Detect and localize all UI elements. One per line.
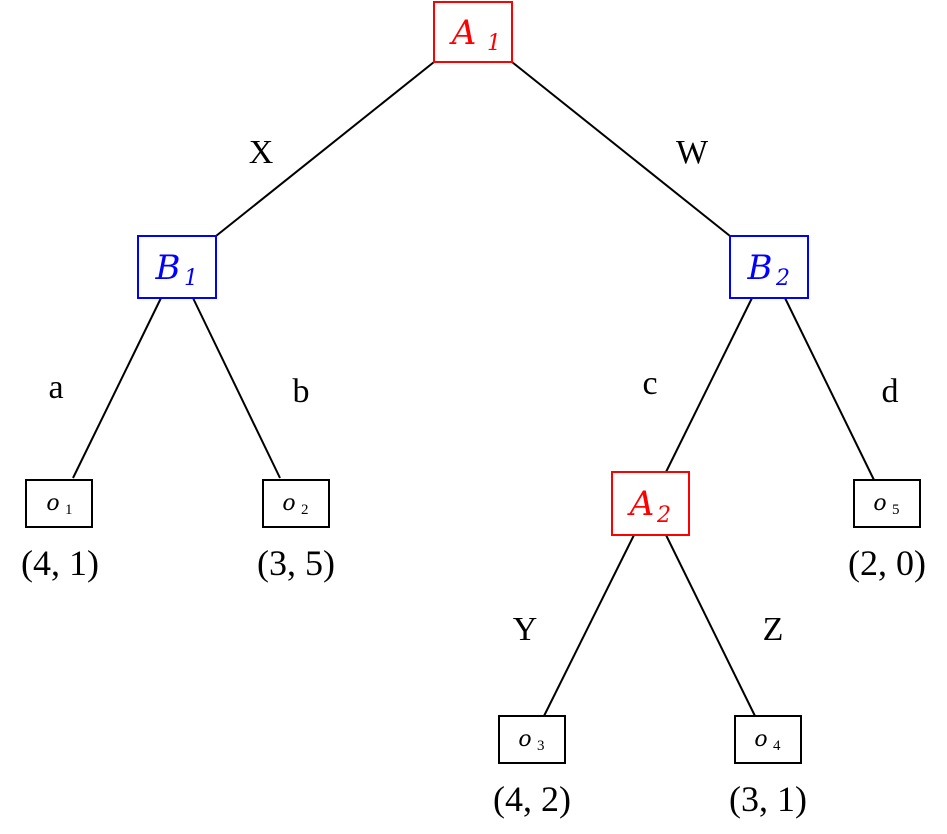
svg-text:o: o (873, 491, 886, 516)
payoff-o3: (4, 2) (493, 779, 571, 819)
edge-b1-o1 (72, 297, 162, 479)
edge-label-z: Z (763, 611, 784, 648)
edge-a2-o4 (665, 534, 756, 717)
svg-text:3: 3 (537, 738, 545, 754)
leaf-o2: o 2 (262, 479, 330, 528)
edge-b2-o5 (784, 297, 875, 481)
edge-label-w: W (676, 134, 709, 171)
edge-a2-o3 (543, 534, 635, 717)
svg-text:1: 1 (65, 502, 73, 518)
svg-text:B: B (747, 248, 773, 288)
leaf-o4: o 4 (734, 715, 802, 764)
edge-a1-b1 (215, 61, 435, 237)
edge-b1-o2 (192, 297, 281, 479)
leaf-o3: o 3 (498, 715, 566, 764)
svg-text:B: B (155, 248, 181, 288)
edge-label-y: Y (513, 611, 538, 648)
svg-text:1: 1 (487, 31, 501, 56)
svg-text:o: o (282, 491, 295, 516)
payoff-o4: (3, 1) (729, 779, 807, 819)
node-b1: B 1 (137, 235, 217, 299)
edge-a1-b2 (511, 61, 731, 237)
svg-text:5: 5 (892, 502, 900, 518)
svg-text:o: o (518, 727, 531, 752)
svg-text:A: A (449, 13, 477, 53)
svg-text:4: 4 (773, 738, 781, 754)
leaf-o1: o 1 (25, 479, 93, 528)
payoff-o1: (4, 1) (21, 543, 99, 583)
svg-text:2: 2 (656, 503, 671, 528)
tree-edges (72, 61, 875, 717)
svg-text:o: o (754, 727, 767, 752)
leaf-o5: o 5 (853, 479, 921, 528)
svg-text:1: 1 (184, 266, 198, 291)
edge-label-a: a (48, 369, 63, 406)
edge-b2-a2 (665, 297, 753, 473)
svg-text:o: o (46, 491, 59, 516)
payoff-o2: (3, 5) (257, 543, 335, 583)
edge-label-b: b (293, 373, 310, 410)
svg-text:2: 2 (775, 266, 790, 291)
edge-label-d: d (882, 373, 899, 410)
node-a1: A 1 (433, 1, 513, 63)
node-b2: B 2 (729, 235, 809, 299)
svg-text:2: 2 (301, 502, 309, 518)
svg-text:A: A (627, 484, 655, 524)
node-a2: A 2 (611, 471, 690, 536)
edge-label-x: X (249, 134, 274, 171)
payoff-o5: (2, 0) (848, 543, 926, 583)
edge-label-c: c (642, 365, 657, 402)
